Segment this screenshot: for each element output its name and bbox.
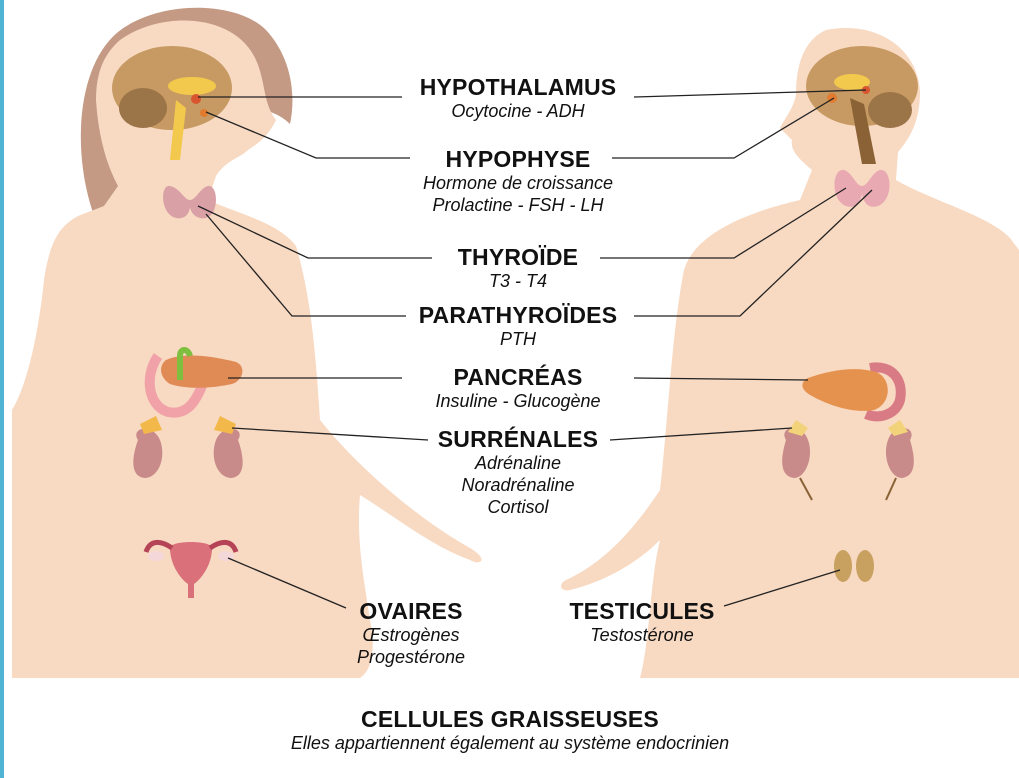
female-corpus xyxy=(168,77,216,95)
hypophyse-hormone-1: Hormone de croissance xyxy=(400,172,636,194)
male-body xyxy=(561,28,1019,678)
testicules-title: TESTICULES xyxy=(554,598,730,624)
pancreas-title: PANCRÉAS xyxy=(400,364,636,390)
female-cerebellum xyxy=(119,88,167,128)
testicules-hormone: Testostérone xyxy=(554,624,730,646)
label-hypothalamus: HYPOTHALAMUS Ocytocine - ADH xyxy=(400,74,636,122)
parathyroides-hormone: PTH xyxy=(400,328,636,350)
female-hypothalamus-dot xyxy=(191,94,201,104)
hypophyse-title: HYPOPHYSE xyxy=(400,146,636,172)
parathyroides-title: PARATHYROÏDES xyxy=(400,302,636,328)
label-ovaires: OVAIRES Œstrogènes Progestérone xyxy=(336,598,486,668)
label-testicules: TESTICULES Testostérone xyxy=(554,598,730,646)
female-ovary-left xyxy=(148,551,164,561)
label-pancreas: PANCRÉAS Insuline - Glucogène xyxy=(400,364,636,412)
label-parathyroides: PARATHYROÏDES PTH xyxy=(400,302,636,350)
male-figure xyxy=(561,28,1019,678)
label-footer: CELLULES GRAISSEUSES Elles appartiennent… xyxy=(200,706,820,754)
pancreas-hormone: Insuline - Glucogène xyxy=(400,390,636,412)
thyroide-title: THYROÏDE xyxy=(400,244,636,270)
thyroide-hormone: T3 - T4 xyxy=(400,270,636,292)
ovaires-hormone-1: Œstrogènes xyxy=(336,624,486,646)
male-cerebellum xyxy=(868,92,912,128)
surrenales-hormone-3: Cortisol xyxy=(400,496,636,518)
footer-subtitle: Elles appartiennent également au système… xyxy=(200,732,820,754)
hypophyse-hormone-2: Prolactine - FSH - LH xyxy=(400,194,636,216)
male-testis-left xyxy=(834,550,852,582)
ovaires-title: OVAIRES xyxy=(336,598,486,624)
surrenales-hormone-1: Adrénaline xyxy=(400,452,636,474)
hypothalamus-title: HYPOTHALAMUS xyxy=(400,74,636,100)
label-thyroide: THYROÏDE T3 - T4 xyxy=(400,244,636,292)
male-testis-right xyxy=(856,550,874,582)
label-surrenales: SURRÉNALES Adrénaline Noradrénaline Cort… xyxy=(400,426,636,518)
label-hypophyse: HYPOPHYSE Hormone de croissance Prolacti… xyxy=(400,146,636,216)
footer-title: CELLULES GRAISSEUSES xyxy=(200,706,820,732)
surrenales-hormone-2: Noradrénaline xyxy=(400,474,636,496)
surrenales-title: SURRÉNALES xyxy=(400,426,636,452)
ovaires-hormone-2: Progestérone xyxy=(336,646,486,668)
hypothalamus-hormone: Ocytocine - ADH xyxy=(400,100,636,122)
